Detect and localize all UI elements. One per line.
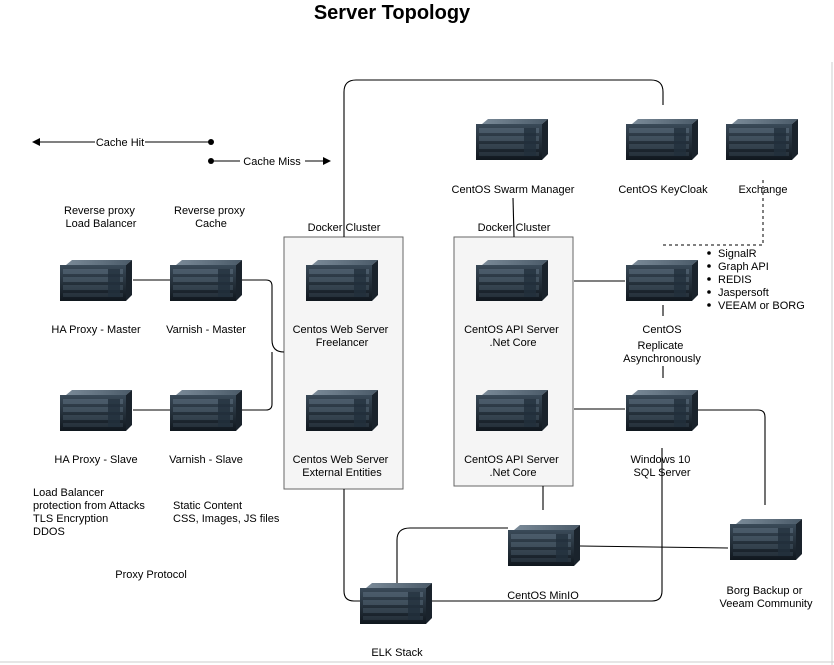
centos-server-icon[interactable] [626,260,698,301]
keycloak-label: CentOS KeyCloak [618,184,708,196]
service-item: VEEAM or BORG [718,300,805,312]
reverse-proxy-lb-label: Reverse proxy Load Balancer [64,205,138,230]
page-title: Server Topology [314,2,471,24]
api-server-1-icon[interactable] [476,260,548,301]
varnish-slave-label: Varnish - Slave [169,454,243,466]
windows-sql-label: Windows 10 SQL Server [631,454,694,479]
varnish-slave-server-icon[interactable] [170,390,242,431]
minio-label: CentOS MinIO [507,590,579,602]
minio-server-icon[interactable] [508,525,580,566]
web-external-server-icon[interactable] [306,390,378,431]
web-external-label: Centos Web Server External Entities [293,454,392,479]
windows-sql-server-icon[interactable] [626,390,698,431]
exchange-server-icon[interactable] [726,119,798,160]
api-server-2-icon[interactable] [476,390,548,431]
varnish-master-server-icon[interactable] [170,260,242,301]
haproxy-slave-server-icon[interactable] [60,390,132,431]
proxy-protocol-note: Proxy Protocol [115,569,187,581]
keycloak-server-icon[interactable] [626,119,698,160]
web-freelancer-label: Centos Web Server Freelancer [293,324,392,349]
reverse-proxy-cache-label: Reverse proxy Cache [174,205,248,230]
replicate-label: Replicate Asynchronously [623,340,701,365]
cache-miss-legend: Cache Miss [208,154,331,168]
borg-label: Borg Backup or Veeam Community [720,585,813,610]
swarm-manager-server-icon[interactable] [476,119,548,160]
centos-label: CentOS [642,324,681,336]
service-item: SignalR [718,248,757,260]
services-list: SignalR Graph API REDIS Jaspersoft VEEAM… [707,248,805,312]
static-content-note: Static Content CSS, Images, JS files [173,500,280,525]
elk-server-icon[interactable] [360,583,432,624]
lb-features-note: Load Balancer protection from Attacks TL… [33,487,148,538]
web-freelancer-server-icon[interactable] [306,260,378,301]
service-item: Graph API [718,261,769,273]
service-item: Jaspersoft [718,287,769,299]
borg-server-icon[interactable] [730,519,802,560]
connections [133,79,766,602]
cache-hit-label: Cache Hit [96,137,144,149]
haproxy-master-label: HA Proxy - Master [51,324,141,336]
api-server-2-label: CentOS API Server .Net Core [464,454,562,479]
swarm-manager-label: CentOS Swarm Manager [452,184,575,196]
cache-hit-legend: Cache Hit [32,135,214,149]
service-item: REDIS [718,274,752,286]
api-server-1-label: CentOS API Server .Net Core [464,324,562,349]
cache-miss-label: Cache Miss [243,156,301,168]
exchange-label: Exchange [739,184,788,196]
varnish-master-label: Varnish - Master [166,324,246,336]
elk-label: ELK Stack [371,647,423,659]
haproxy-slave-label: HA Proxy - Slave [54,454,137,466]
haproxy-master-server-icon[interactable] [60,260,132,301]
